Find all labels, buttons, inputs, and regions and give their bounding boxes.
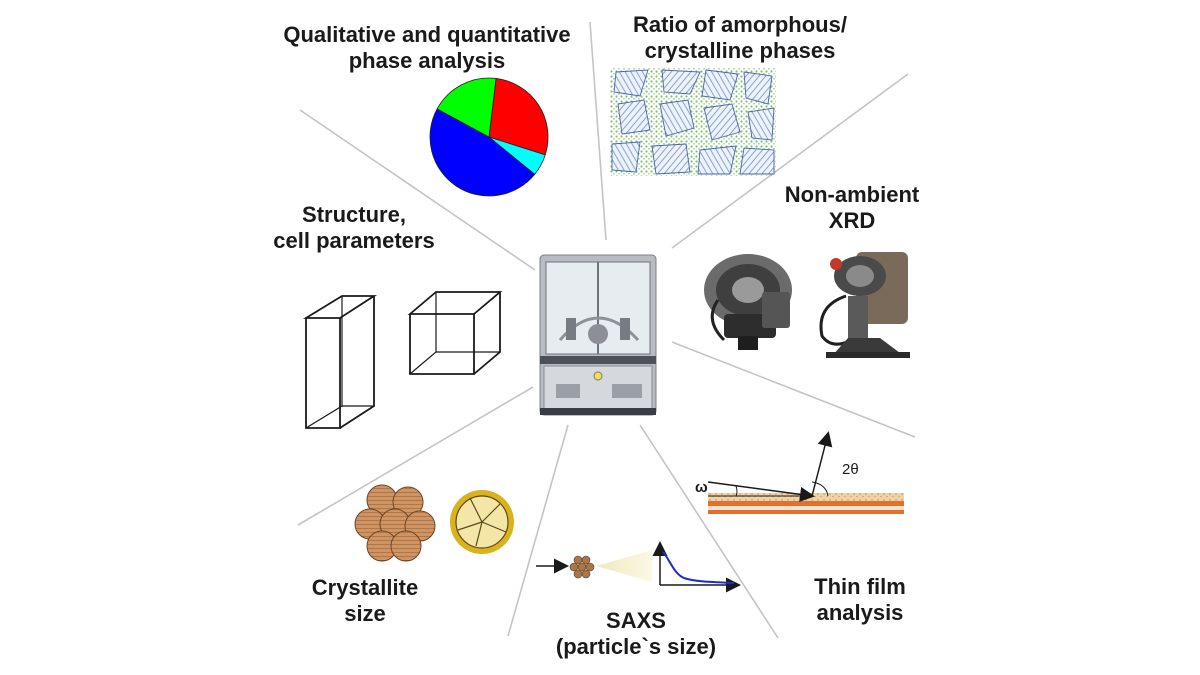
label-line: cell parameters (273, 228, 435, 253)
crystal-grain (743, 71, 773, 105)
crystal-grain (617, 99, 651, 135)
divider-line (507, 424, 569, 637)
label-crystallite: Crystallite size (300, 575, 430, 627)
divider-line (299, 109, 536, 271)
tall-unit-cell (302, 295, 378, 429)
label-line: SAXS (606, 608, 666, 633)
saxs-intensity-curve (662, 551, 735, 584)
polycrystal-disc (450, 490, 514, 554)
divider-line (671, 73, 909, 249)
pie-slice-green (436, 77, 497, 138)
label-line: Ratio of amorphous/ (633, 12, 847, 37)
crystal-grain (659, 99, 695, 137)
label-structure: Structure, cell parameters (254, 202, 454, 254)
phase-pie-chart (429, 77, 549, 197)
non-ambient-chambers-photo (704, 252, 910, 358)
label-line: Qualitative and quantitative (283, 22, 571, 47)
label-line: Structure, (302, 202, 406, 227)
divider-line (297, 386, 534, 526)
label-line: Non-ambient (784, 182, 920, 207)
label-non-ambient: Non-ambient XRD (772, 182, 932, 234)
particle-cluster (569, 555, 595, 579)
omega-symbol: ω (695, 479, 708, 496)
crystal-grain (661, 69, 701, 95)
label-saxs: SAXS (particle`s size) (536, 608, 736, 660)
thin-film-schematic: ω 2θ (695, 431, 904, 514)
chamber-right (819, 252, 910, 358)
crystal-grain (739, 147, 775, 175)
crystal-grain (697, 145, 737, 175)
film-layer (708, 493, 904, 501)
substrate-stripe (708, 501, 904, 506)
crystal-grain (747, 107, 775, 141)
label-line: crystalline phases (644, 38, 836, 63)
label-line: size (344, 601, 386, 626)
pie-slice-blue (429, 108, 536, 197)
crystal-grain (701, 69, 739, 101)
label-line: analysis (816, 600, 904, 625)
two-theta-symbol: 2θ (842, 461, 859, 478)
divider-line (671, 341, 916, 438)
label-line: Crystallite (311, 575, 419, 600)
chamber-left (704, 254, 792, 350)
crystal-grain (651, 143, 691, 175)
scattered-beam (596, 550, 652, 582)
pie-slice-red (488, 77, 549, 156)
grain-cluster (354, 484, 436, 562)
divider-lines (297, 21, 916, 639)
substrate-stripe (708, 506, 904, 510)
cubic-unit-cell (407, 291, 503, 375)
divider-line (589, 21, 607, 241)
crystallite-drawings (354, 484, 514, 562)
label-line: Thin film (814, 574, 906, 599)
label-amorphous-ratio: Ratio of amorphous/ crystalline phases (610, 12, 870, 64)
crystal-grain (613, 69, 649, 97)
label-line: phase analysis (348, 48, 506, 73)
substrate-stripe (708, 510, 904, 514)
label-line: (particle`s size) (555, 634, 717, 659)
crystal-grain (703, 103, 741, 141)
diffractometer-instrument (539, 254, 657, 416)
divider-line (639, 424, 779, 639)
label-thin-film: Thin film analysis (790, 574, 930, 626)
label-phase-analysis: Qualitative and quantitative phase analy… (262, 22, 592, 74)
saxs-schematic (536, 541, 741, 593)
label-line: XRD (828, 208, 876, 233)
amorphous-crystalline-mosaic (610, 68, 776, 176)
unit-cell-drawings (302, 291, 503, 429)
crystal-grain (611, 141, 641, 173)
grain (390, 530, 422, 562)
